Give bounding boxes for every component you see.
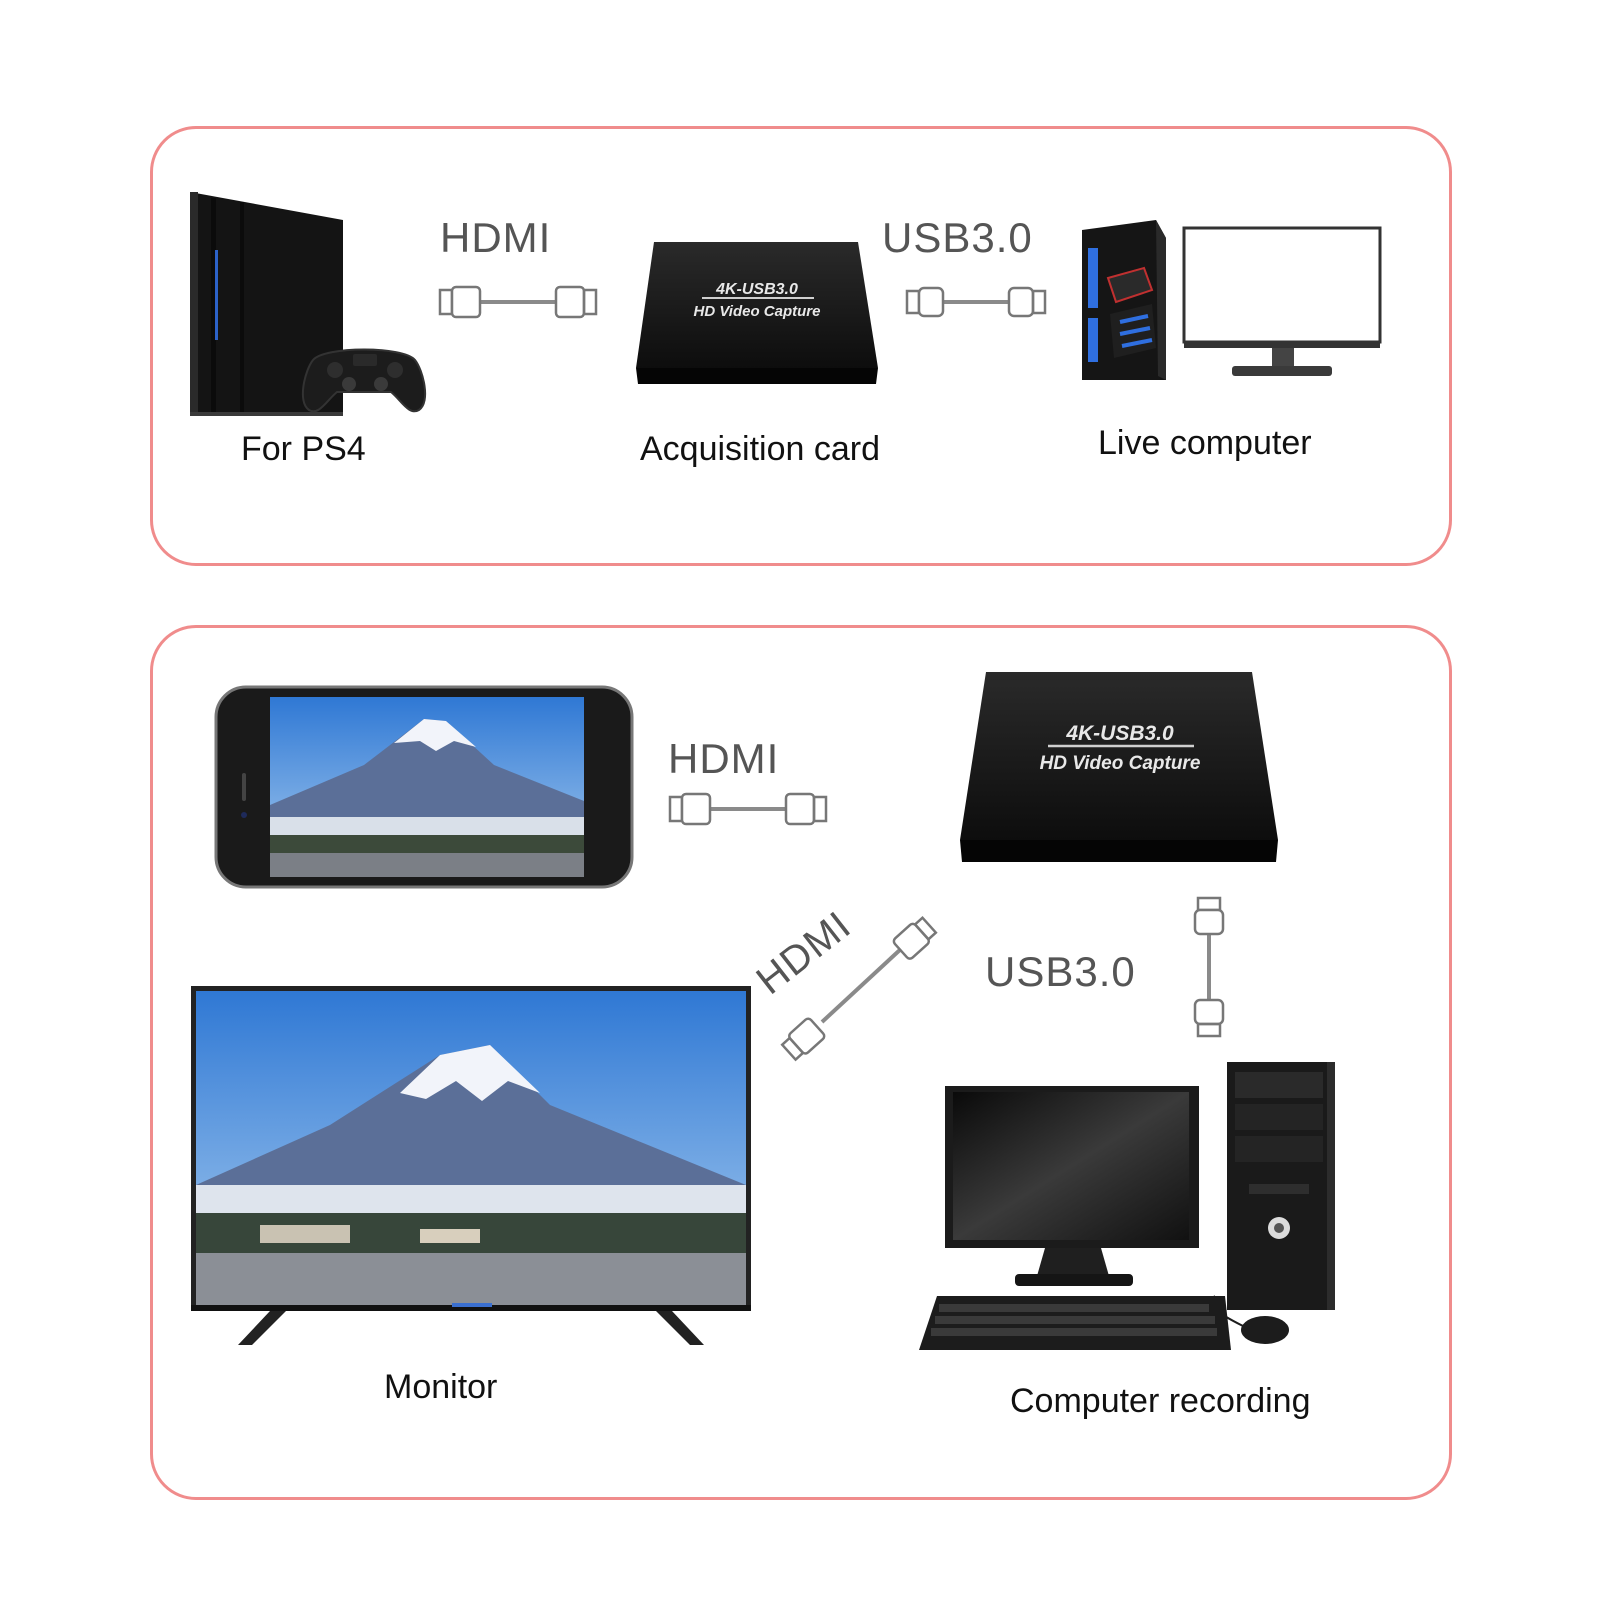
computer-recording-label: Computer recording (1010, 1382, 1311, 1420)
desktop-computer-icon (919, 1062, 1335, 1350)
card-text-line1: 4K-USB3.0 (1065, 722, 1174, 745)
card-text-line1: 4K-USB3.0 (715, 281, 798, 298)
top-panel (150, 126, 1452, 566)
card-text-line2: HD Video Capture (1040, 753, 1201, 774)
ps4-label: For PS4 (241, 430, 366, 468)
ps4-console-icon (190, 192, 427, 416)
capture-card-icon: 4K-USB3.0 HD Video Capture (636, 242, 878, 384)
smartphone-icon (214, 685, 634, 889)
bottom-hdmi-label-1: HDMI (668, 735, 780, 782)
bottom-usb-label: USB3.0 (985, 948, 1136, 995)
capture-card-icon: 4K-USB3.0 HD Video Capture (960, 672, 1278, 862)
hdmi-cable-icon (668, 792, 828, 826)
monitor-label: Monitor (384, 1368, 498, 1406)
gaming-pc-icon (1082, 220, 1382, 380)
bottom-hdmi-label-2: HDMI (748, 903, 859, 1003)
bottom-panel (150, 625, 1452, 1500)
hdmi-cable-diagonal-icon: HDMI (748, 903, 938, 1062)
tv-monitor-icon (191, 986, 751, 1345)
usb-cable-vertical-icon (1193, 896, 1225, 1038)
top-hdmi-label: HDMI (440, 214, 552, 261)
card-text-line2: HD Video Capture (694, 303, 821, 320)
usb-cable-icon (905, 286, 1047, 318)
top-usb-label: USB3.0 (882, 214, 1033, 261)
acquisition-card-label: Acquisition card (640, 430, 881, 468)
live-computer-label: Live computer (1098, 424, 1312, 462)
hdmi-cable-icon (438, 285, 598, 319)
